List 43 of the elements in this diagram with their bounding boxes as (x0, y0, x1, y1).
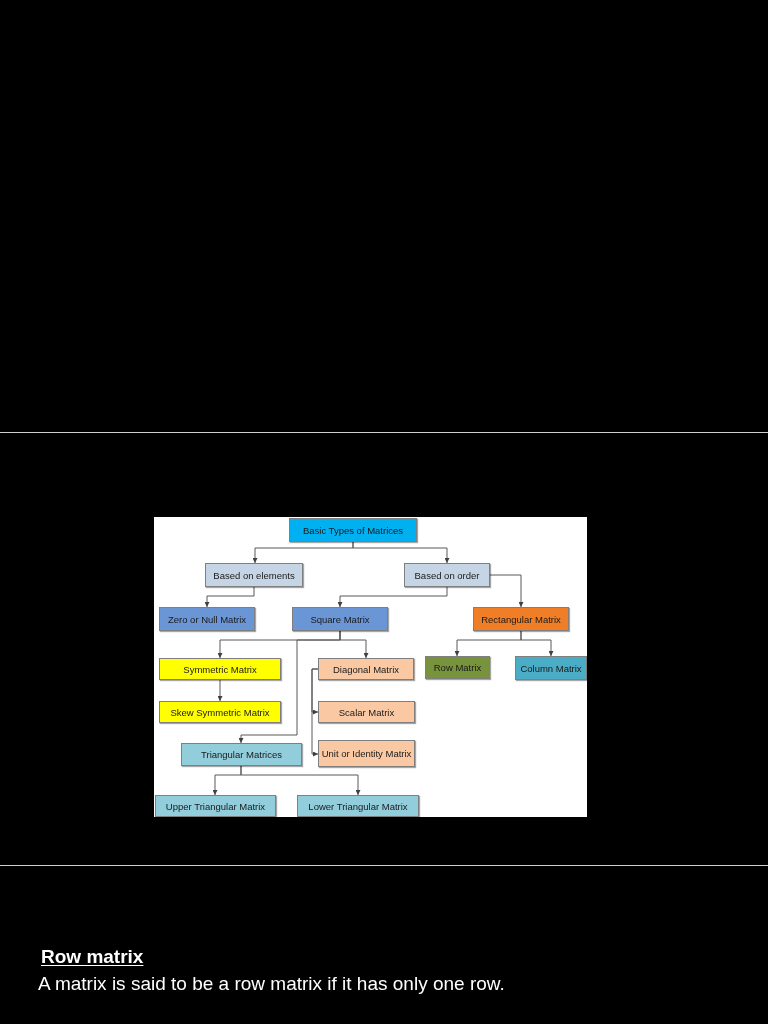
arrow (238, 630, 341, 744)
node-label: Lower Triangular Matrix (308, 800, 408, 812)
category-box (155, 795, 276, 817)
category-box (159, 701, 281, 723)
arrow (217, 679, 223, 702)
node-label: Triangular Matrices (201, 749, 282, 760)
arrow (311, 668, 319, 757)
definition-text: A matrix is said to be a row matrix if it has only one row. (38, 972, 505, 996)
node-label: Based on order (414, 569, 480, 581)
node-label: Column Matrix (520, 662, 582, 674)
node-label: Unit or Identity Matrix (321, 748, 412, 759)
category-box (404, 563, 490, 587)
node-label: Diagonal Matrix (333, 663, 399, 675)
node-label: Scalar Matrix (338, 706, 395, 718)
node-label: Square Matrix (310, 613, 370, 625)
category-box (318, 701, 415, 723)
category-box (289, 518, 417, 542)
category-box (292, 607, 388, 631)
category-box (181, 743, 302, 766)
category-box (297, 795, 419, 817)
arrow (352, 541, 450, 564)
category-box (425, 656, 490, 679)
node-label: Basic Types of Matrices (302, 524, 404, 536)
category-box (473, 607, 569, 631)
arrow (489, 574, 524, 608)
arrow (240, 765, 361, 796)
node-label: Based on elements (213, 569, 295, 581)
arrow (204, 586, 255, 608)
category-box (318, 658, 414, 680)
arrow (337, 586, 448, 608)
node-label: Zero or Null Matrix (167, 613, 247, 625)
node-label: Upper Triangular Matrix (165, 800, 266, 812)
category-box (515, 656, 587, 680)
node-label: Symmetric Matrix (183, 663, 257, 675)
node-label: Row Matrix (433, 662, 482, 673)
category-box (318, 740, 415, 767)
node-label: Rectangular Matrix (481, 613, 561, 625)
category-box (159, 607, 255, 631)
category-box (159, 658, 281, 680)
category-box (205, 563, 303, 587)
node-label: Skew Symmetric Matrix (170, 706, 270, 718)
arrow (520, 630, 554, 657)
section-heading: Row matrix (41, 945, 144, 969)
